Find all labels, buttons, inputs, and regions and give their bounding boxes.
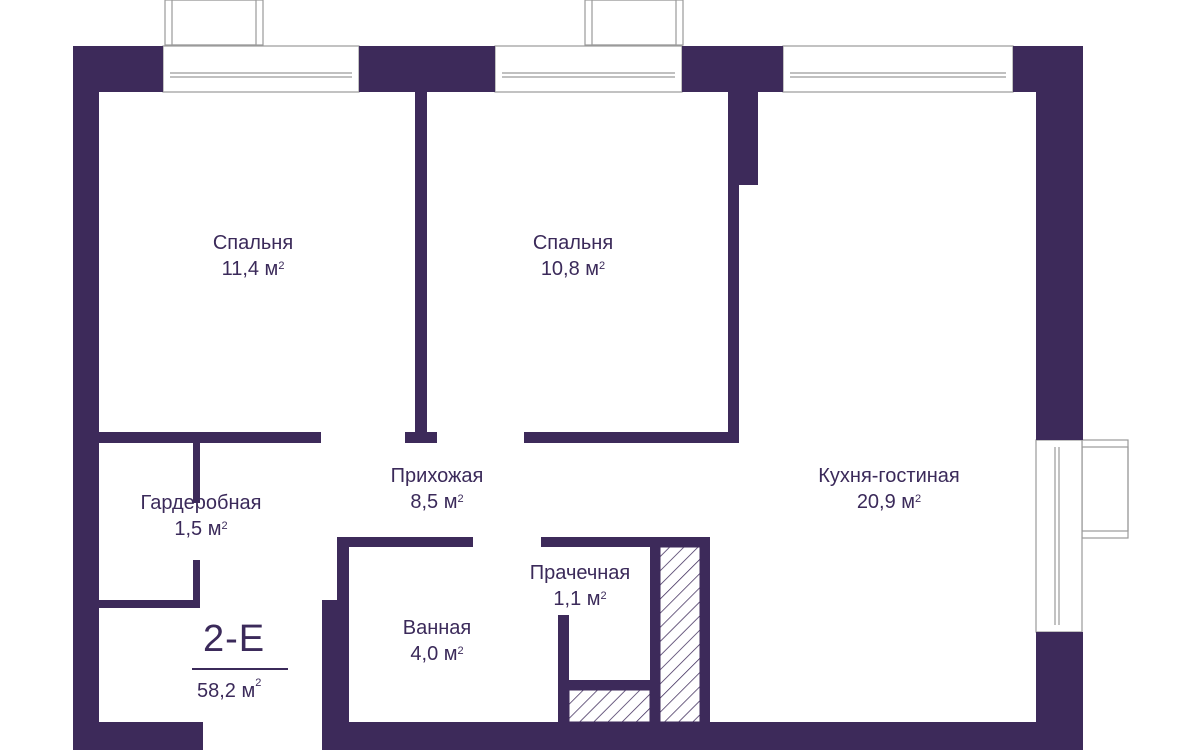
wall-laundry-left	[558, 615, 569, 722]
wall-bathroom-left-thick	[322, 600, 337, 722]
room-area: 10,8 м2	[540, 258, 606, 280]
walls	[73, 46, 1083, 750]
balcony-frame-left	[164, 0, 264, 46]
apartment-divider	[192, 668, 288, 670]
room-name: Гардеробная	[140, 492, 262, 514]
balcony-frame-left-inner	[171, 0, 257, 46]
balcony-frame-middle	[584, 0, 684, 46]
window-bedroom-2	[494, 45, 683, 93]
wall-left	[73, 46, 99, 750]
wall-bottom-right	[322, 722, 1083, 750]
wall-bedrooms-divider	[415, 92, 427, 432]
room-label-wardrobe: Гардеробная 1,5 м2	[141, 490, 262, 542]
room-area: 1,5 м2	[174, 518, 228, 540]
room-area: 11,4 м2	[221, 258, 285, 280]
wall-bedroom-2-bottom	[524, 432, 739, 443]
apartment-code: 2-Е	[203, 618, 266, 660]
wall-bathroom-top	[337, 537, 473, 547]
room-area: 20,9 м2	[856, 491, 922, 513]
room-area: 4,0 м2	[410, 643, 464, 665]
wall-bathroom-left	[337, 537, 349, 722]
balcony-frame-middle-inner	[591, 0, 677, 46]
pillar-kitchen	[728, 92, 758, 185]
wall-laundry-shelf-top	[569, 680, 650, 690]
wall-bedroom-1-bottom	[99, 432, 321, 443]
room-label-kitchen-living: Кухня-гостиная 20,9 м2	[818, 463, 960, 515]
top-windows	[162, 45, 1014, 93]
ventilation-shaft	[659, 546, 701, 723]
room-name: Ванная	[402, 617, 472, 639]
window-bedroom-1	[162, 45, 360, 93]
wall-laundry-top	[541, 537, 710, 547]
wall-bedroom-2-right	[728, 185, 739, 443]
wall-right-upper	[1036, 46, 1083, 440]
room-label-bedroom-2: Спальня 10,8 м2	[533, 230, 613, 282]
room-name: Прачечная	[529, 562, 631, 584]
room-name: Прихожая	[390, 465, 484, 487]
wall-top-center-right	[682, 46, 783, 92]
room-name: Спальня	[532, 232, 614, 254]
wall-wardrobe-bottom	[99, 600, 200, 608]
room-name: Кухня-гостиная	[818, 465, 960, 487]
apartment-total-area: 58,2 м2	[197, 677, 262, 702]
wall-shaft-right	[700, 537, 710, 722]
window-kitchen	[782, 45, 1014, 93]
room-area: 8,5 м2	[410, 491, 464, 513]
room-label-bedroom-1: Спальня 11,4 м2	[213, 230, 293, 282]
wall-wardrobe-upper	[193, 443, 200, 503]
room-name: Спальня	[212, 232, 294, 254]
wall-divider-stub	[405, 432, 437, 443]
laundry-shaft	[568, 689, 651, 723]
room-label-hallway: Прихожая 8,5 м2	[391, 463, 484, 515]
wall-bottom-left	[73, 722, 203, 750]
room-label-laundry: Прачечная 1,1 м2	[530, 560, 630, 612]
wall-top-center	[359, 46, 495, 92]
top-window-bays	[164, 0, 684, 46]
right-window-bay	[1035, 439, 1129, 633]
wall-shaft-left	[650, 537, 660, 722]
wall-wardrobe-lower	[193, 560, 200, 607]
room-area: 1,1 м2	[553, 588, 607, 610]
hatched-shafts	[568, 546, 701, 723]
room-label-bathroom: Ванная 4,0 м2	[403, 615, 472, 667]
